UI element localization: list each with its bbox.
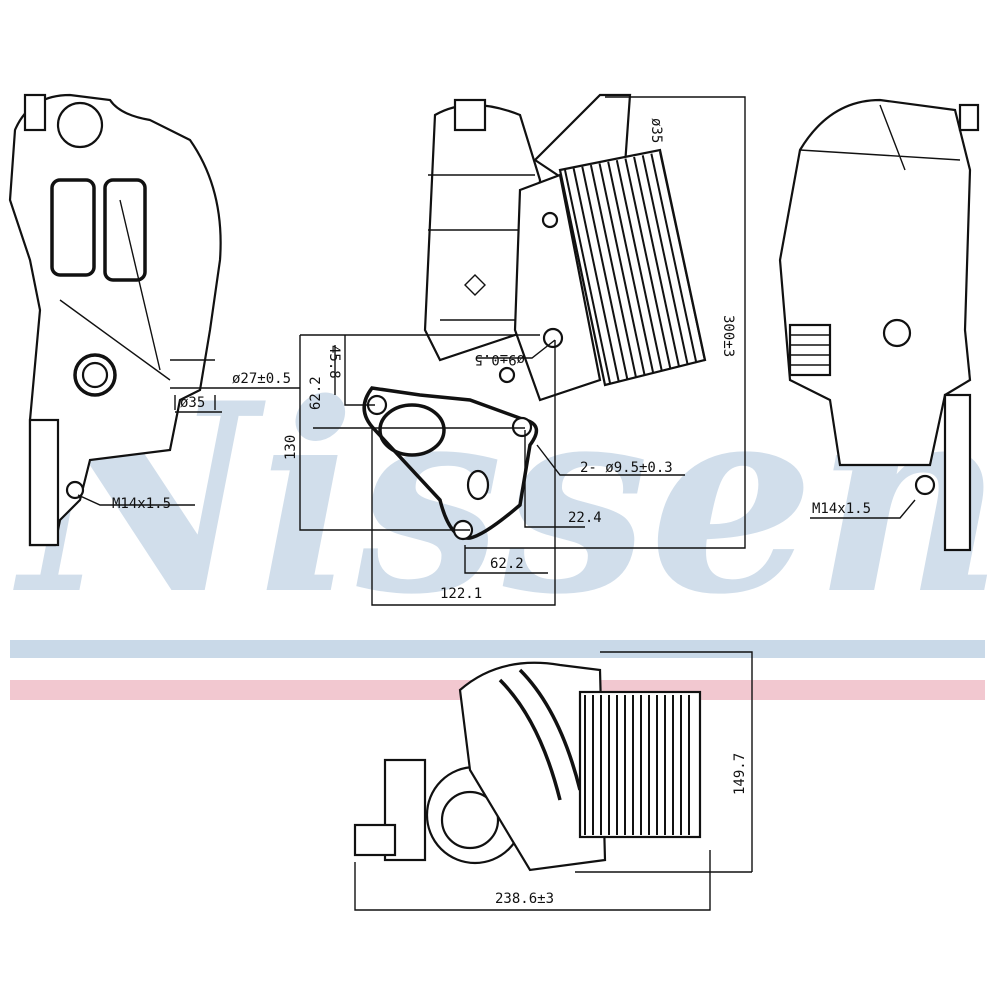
front-62-2-vertical-label: 62.2: [308, 376, 324, 410]
front-130-label: 130: [283, 435, 299, 460]
bottom-height-label: 149.7: [732, 753, 748, 795]
fin-line: [624, 158, 672, 370]
front-holes-label: 2- ø9.5±0.3: [580, 460, 673, 476]
left-dia-27-label: ø27±0.5: [232, 371, 291, 387]
right-thread-label: M14x1.5: [812, 501, 871, 517]
fin-line: [607, 161, 655, 374]
front-22-4-label: 22.4: [568, 510, 602, 526]
cooler-fins: [564, 151, 706, 384]
blue-band: [10, 640, 985, 658]
bottom-view: [353, 651, 753, 911]
fin-line: [633, 156, 681, 368]
fin-line: [598, 163, 646, 376]
front-height-label: 300±3: [720, 315, 736, 357]
front-45-8-label: 45.8: [326, 345, 342, 379]
fin-line: [659, 151, 706, 362]
front-dimension-lines: [299, 96, 746, 606]
right-side-view: [778, 98, 980, 552]
left-side-view: [8, 93, 300, 547]
fin-line: [564, 169, 611, 384]
left-thread-label: M14x1.5: [112, 496, 171, 512]
fin-line: [615, 159, 663, 372]
bottom-width-label: 238.6±3: [495, 891, 554, 907]
fin-line: [589, 164, 637, 378]
fin-line: [650, 153, 698, 364]
fin-line: [572, 168, 620, 382]
front-62-2-horizontal-label: 62.2: [490, 556, 524, 572]
front-view: [362, 93, 707, 541]
front-122-1-label: 122.1: [440, 586, 482, 602]
fin-line: [581, 166, 629, 380]
front-dia-9-label: ø9±0.5: [474, 351, 525, 367]
bottom-cooler-fins: [584, 695, 690, 835]
left-dia-35-label: ø35: [180, 395, 205, 411]
fin-line: [641, 155, 689, 366]
front-dia-35-label: ø35: [648, 118, 664, 143]
